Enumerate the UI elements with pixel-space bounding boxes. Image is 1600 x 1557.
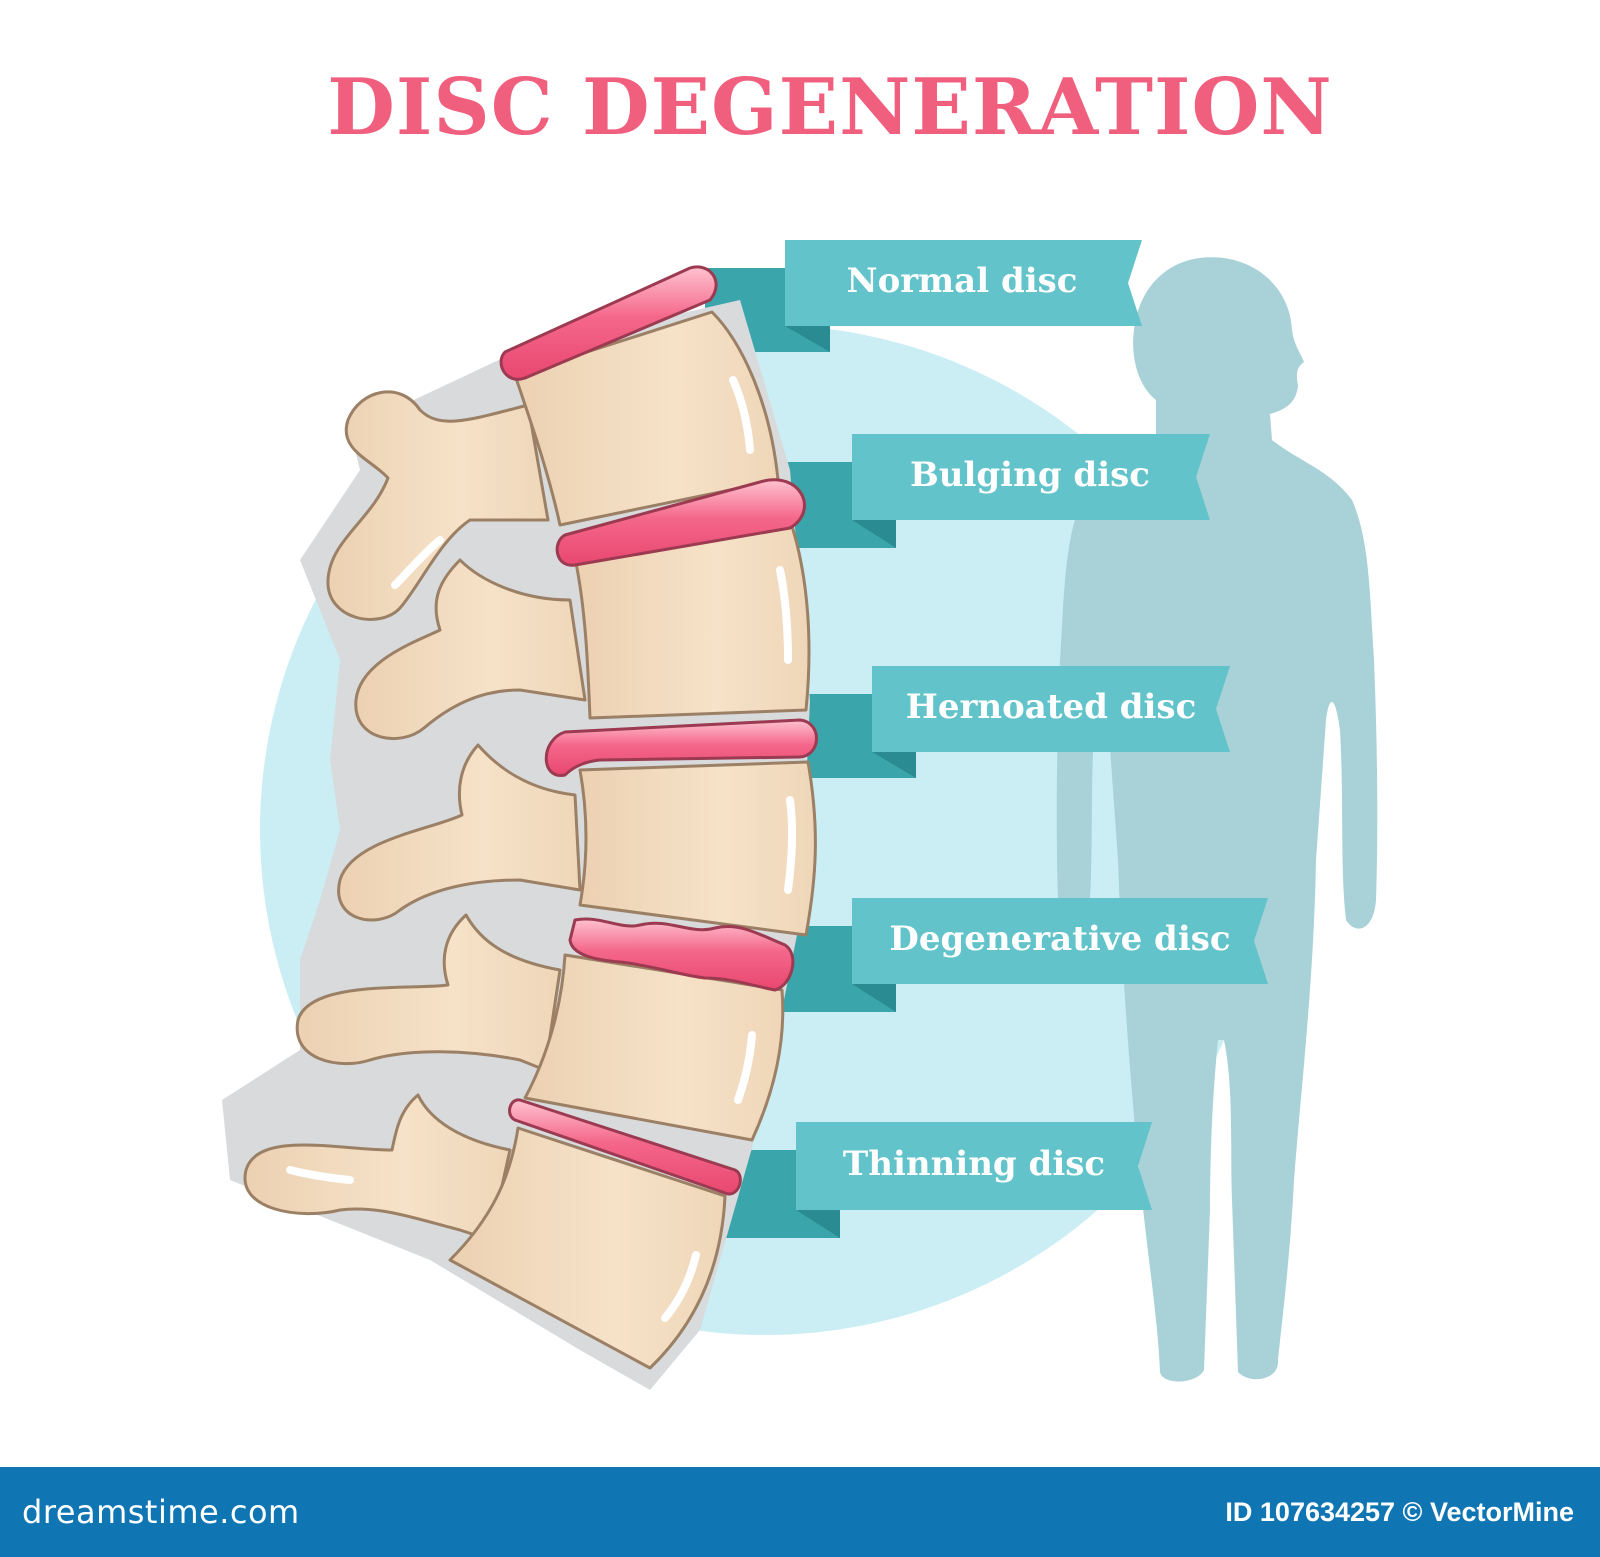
footer-credit: ID 107634257 © VectorMine [1225, 1497, 1574, 1527]
vertebra-process-3 [337, 743, 582, 922]
bone-highlights [286, 376, 797, 1322]
disc-thinning [508, 1098, 742, 1196]
vertebra-body-3 [578, 760, 817, 937]
vertebra-process-1 [326, 390, 550, 621]
label-degenerative-disc: Degenerative disc [889, 919, 1230, 959]
spine [243, 265, 818, 1370]
disc-degenerative [568, 917, 795, 992]
footer-bar: dreamstime.com ID 107634257 © VectorMine [0, 1467, 1600, 1557]
ribbon-bulging [780, 434, 1210, 548]
ribbon-herniated [800, 666, 1230, 778]
label-herniated-disc: Hernoated disc [906, 687, 1197, 727]
footer-logo[interactable]: dreamstime.com [22, 1493, 300, 1531]
vertebra-body-2 [573, 518, 811, 720]
label-ribbons [705, 240, 1268, 1238]
ribbon-degenerative [780, 898, 1268, 1012]
disc-herniated [544, 718, 818, 777]
ribbon-normal [705, 240, 1142, 352]
vertebra-process-2 [354, 558, 587, 741]
disc-bulging [555, 478, 806, 567]
page-title: DISC DEGENERATION [327, 62, 1333, 153]
label-normal-disc: Normal disc [847, 261, 1078, 301]
vertebra-body-5 [448, 1126, 727, 1370]
vertebra-process-4 [295, 913, 562, 1072]
disc-normal [499, 265, 718, 381]
illustration: Normal disc Bulging disc Hernoated disc … [222, 240, 1378, 1390]
vertebra-process-5 [243, 1093, 512, 1242]
label-bulging-disc: Bulging disc [910, 455, 1150, 495]
human-silhouette [1056, 257, 1378, 1382]
label-thinning-disc: Thinning disc [843, 1144, 1105, 1184]
vertebra-body-4 [523, 953, 785, 1142]
